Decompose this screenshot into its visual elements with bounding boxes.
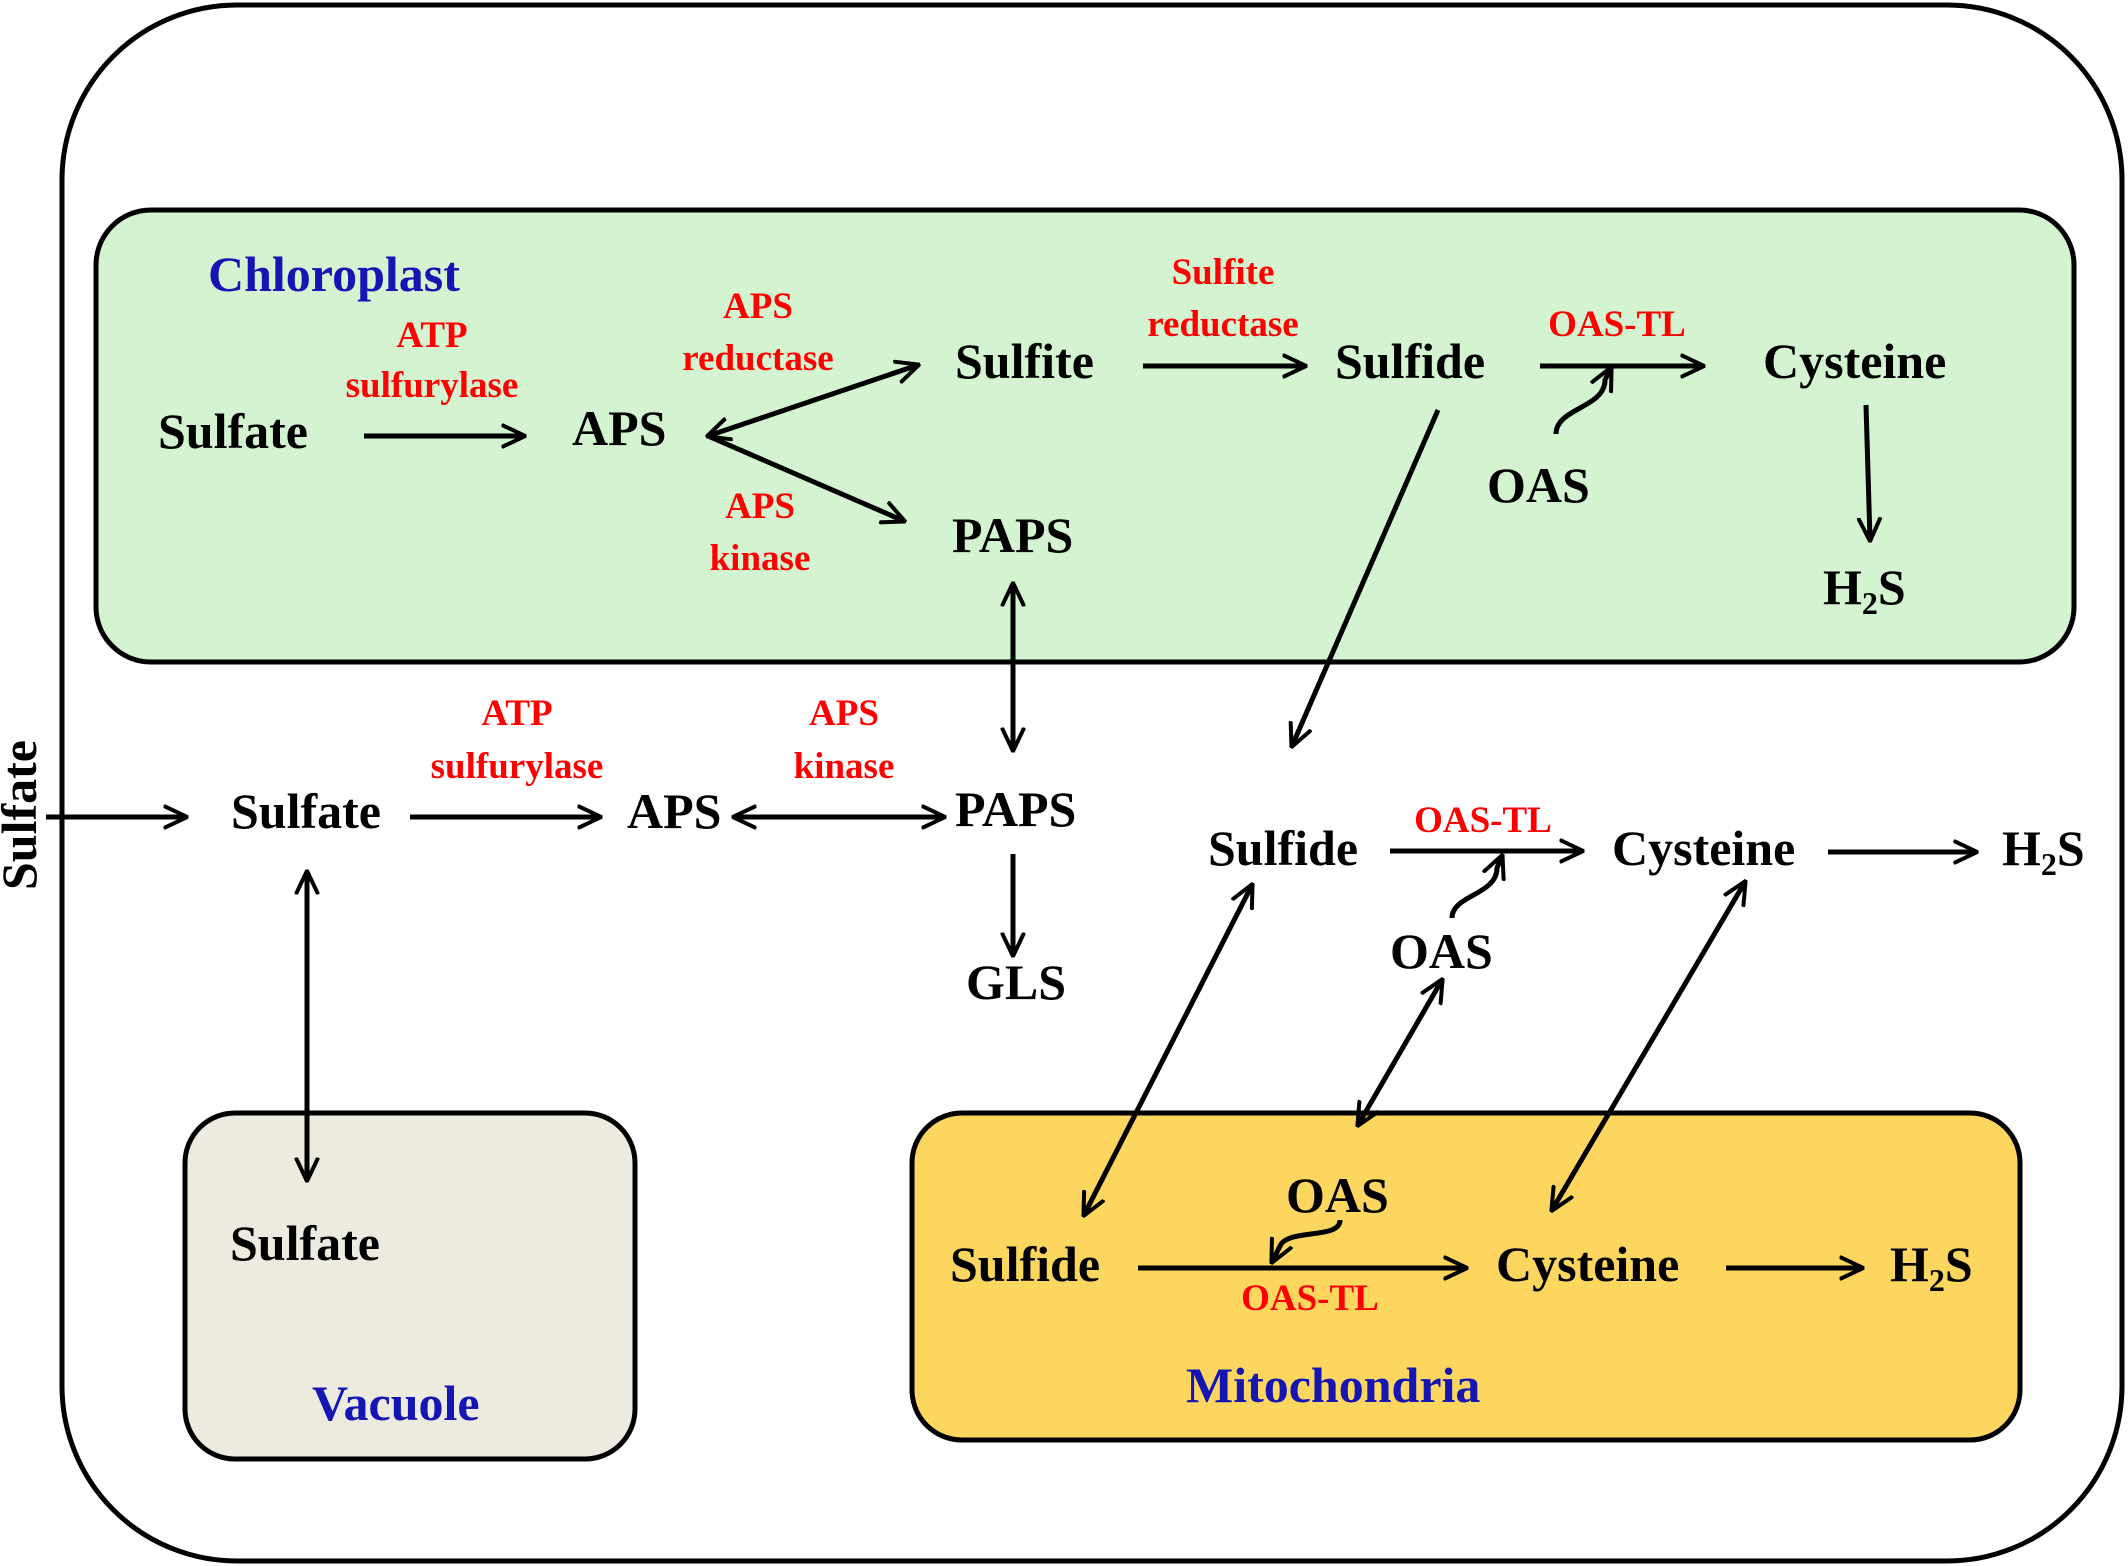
cytosol-h2s: H2S [2002,820,2085,882]
chloroplast-sulfite: Sulfite [955,333,1094,389]
mitochondria-oas-tl: OAS-TL [1241,1278,1379,1319]
mitochondria-h2s: H2S [1890,1236,1973,1298]
external-sulfate-label: Sulfate [0,740,47,890]
vacuole-label: Vacuole [312,1375,480,1431]
cytosol-atp-sulfurylase-line1: ATP [481,693,552,734]
vacuole-compartment [182,1110,638,1462]
arrow-aps-to-paps-chloroplast [707,433,904,521]
mitochondria-sulfide: Sulfide [950,1236,1100,1292]
chloroplast-sulfate: Sulfate [158,403,308,459]
chloroplast-compartment [93,207,2077,665]
vacuole-sulfate: Sulfate [230,1215,380,1271]
cytosol-sulfide: Sulfide [1208,820,1358,876]
cytosol-atp-sulfurylase-line2: sulfurylase [431,746,604,787]
cytosol-paps: PAPS [955,781,1076,837]
cytosol-aps: APS [627,783,721,839]
cytosol-gls: GLS [966,954,1066,1010]
arrow-aps-to-sulfite [708,365,918,436]
chloroplast-label: Chloroplast [208,246,460,302]
cytosol-aps-kinase-line1: APS [809,693,879,734]
chloroplast-atp-sulfurylase-line1: ATP [396,315,467,356]
cytosol-oas-tl: OAS-TL [1414,800,1552,841]
mitochondria-oas: OAS [1286,1167,1389,1223]
arrow-oas-input-chloroplast [1553,368,1611,435]
chloroplast-aps: APS [572,400,666,456]
chloroplast-sulfide: Sulfide [1335,333,1485,389]
cytosol-cysteine: Cysteine [1612,820,1795,876]
chloroplast-sulfite-reductase-line1: Sulfite [1172,252,1275,293]
chloroplast-atp-sulfurylase-line2: sulfurylase [346,365,519,406]
chloroplast-oas: OAS [1487,457,1590,513]
cytosol-aps-kinase-line2: kinase [794,746,895,787]
arrow-oas-input-cytosol [1449,856,1502,919]
arrow-cysteine-mitochondria-exchange [1552,882,1745,1210]
chloroplast-cysteine: Cysteine [1763,333,1946,389]
chloroplast-oas-tl: OAS-TL [1548,304,1686,345]
chloroplast-aps-reductase-line2: reductase [682,338,833,379]
mitochondria-label: Mitochondria [1186,1357,1480,1413]
cytosol-oas: OAS [1390,923,1493,979]
chloroplast-aps-kinase-line2: kinase [710,538,811,579]
chloroplast-paps: PAPS [952,507,1073,563]
arrow-oas-mitochondria-exchange [1358,980,1442,1125]
arrow-sulfide-export-from-chloroplast [1292,409,1441,746]
mitochondria-cysteine: Cysteine [1496,1236,1679,1292]
chloroplast-aps-kinase-line1: APS [725,486,795,527]
chloroplast-sulfite-reductase-line2: reductase [1147,304,1298,345]
cytosol-sulfate: Sulfate [231,783,381,839]
arrow-cysteine-to-h2s-chloroplast [1866,404,1870,540]
chloroplast-h2s: H2S [1823,559,1906,621]
chloroplast-aps-reductase-line1: APS [723,286,793,327]
arrow-oas-input-mitochondria [1272,1219,1343,1262]
arrow-sulfide-mitochondria-exchange [1084,885,1252,1215]
